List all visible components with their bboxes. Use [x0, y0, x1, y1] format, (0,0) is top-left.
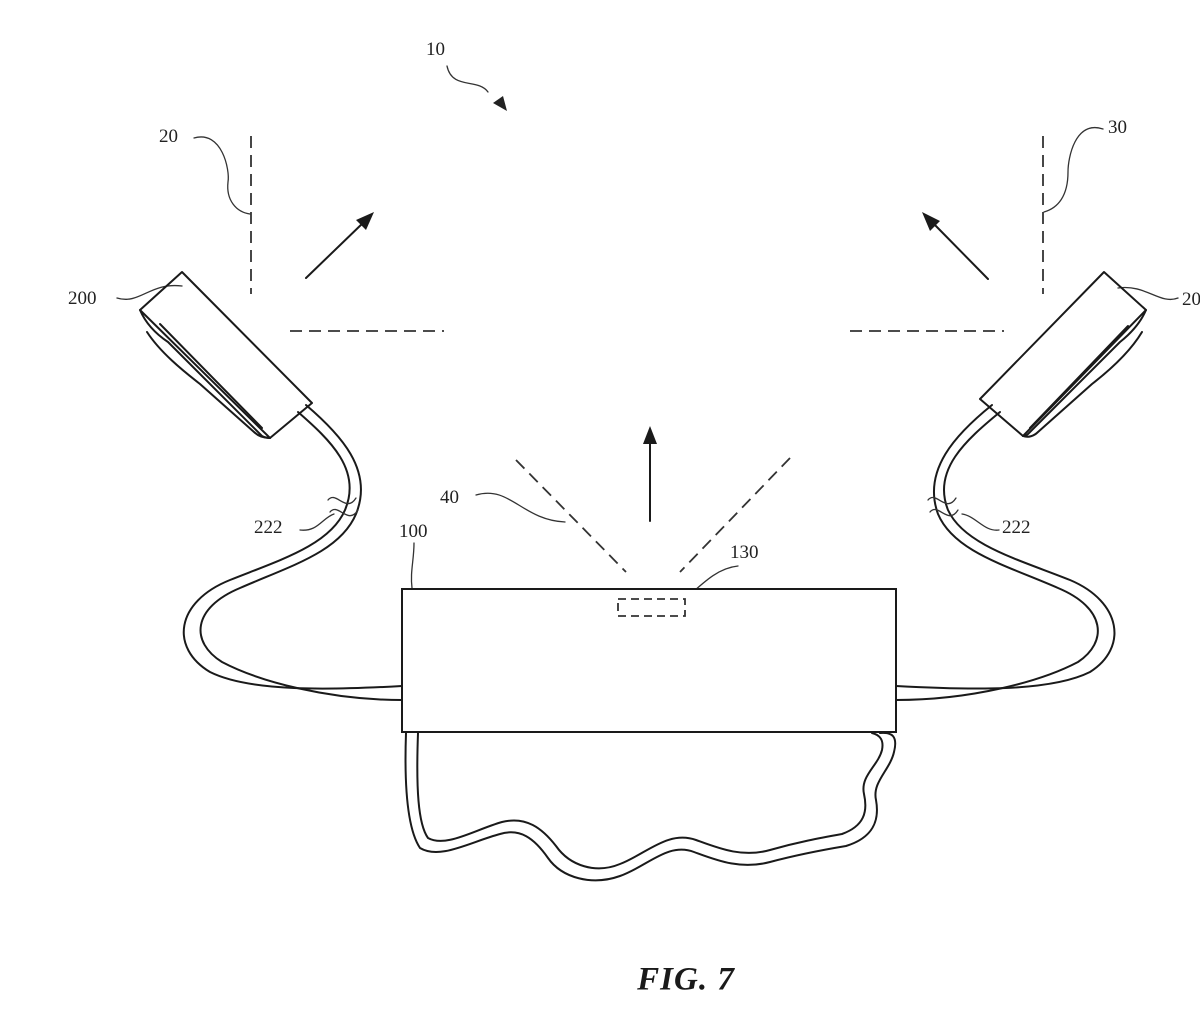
arrow-up-right-sensor	[922, 212, 989, 280]
leader-10	[446, 65, 489, 93]
arrow-up-left-sensor	[305, 212, 374, 279]
leader-222-right	[961, 513, 1000, 531]
camera-window-130	[617, 598, 686, 617]
main-unit-100	[401, 588, 897, 733]
label-222-left: 222	[254, 517, 283, 538]
label-10: 10	[426, 39, 445, 60]
right-cable-222	[895, 404, 1116, 701]
leader-222-left	[299, 513, 335, 531]
leader-100	[410, 542, 415, 589]
arrow-up-main-unit	[643, 426, 657, 522]
fov-edge-right	[679, 457, 791, 573]
leader-20	[193, 136, 251, 215]
label-30: 30	[1108, 117, 1127, 138]
leader-30	[1043, 126, 1104, 213]
figure-caption: FIG. 7	[637, 961, 735, 998]
leader-200	[116, 284, 183, 300]
strap-garment	[404, 731, 897, 882]
left-cable-222	[182, 404, 403, 701]
label-200: 200	[68, 288, 97, 309]
label-200-right: 20	[1182, 289, 1200, 310]
label-20: 20	[159, 126, 178, 147]
label-222-right: 222	[1002, 517, 1031, 538]
label-130: 130	[730, 542, 759, 563]
label-40: 40	[440, 487, 459, 508]
leader-200-right	[1117, 286, 1179, 301]
leader-40	[475, 492, 566, 523]
right-sensor-module	[979, 271, 1147, 438]
label-100: 100	[399, 521, 428, 542]
fov-edge-left	[515, 459, 627, 573]
leader-10-arrowhead	[493, 96, 507, 111]
left-sensor-module	[139, 271, 313, 439]
